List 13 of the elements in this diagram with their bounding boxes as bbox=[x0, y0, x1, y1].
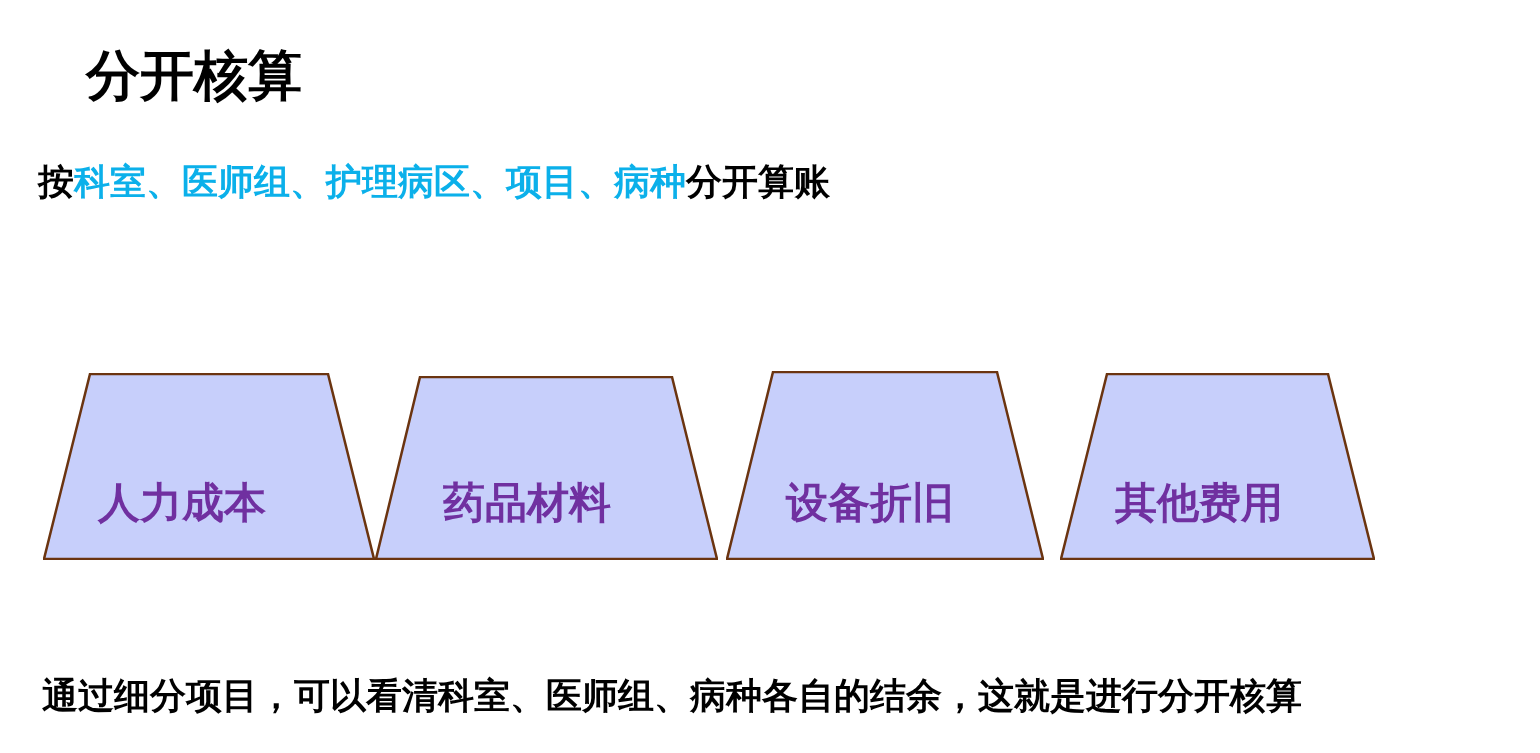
title: 分开核算 bbox=[86, 43, 302, 109]
box-label: 人力成本 bbox=[98, 477, 266, 529]
box-label: 其他费用 bbox=[1115, 477, 1283, 529]
trapezoid-box bbox=[726, 371, 1044, 560]
trapezoid-box bbox=[43, 373, 375, 560]
box-label: 药品材料 bbox=[443, 477, 611, 529]
trapezoid-box bbox=[375, 376, 718, 560]
note-text: 通过细分项目，可以看清科室、医师组、病种各自的结余，这就是进行分开核算 bbox=[42, 674, 1302, 718]
highlighted-text: 科室、医师组、护理病区、项目、病种 bbox=[74, 161, 686, 202]
subtitle-text: 按 bbox=[38, 161, 74, 202]
subtitle-text: 分开算账 bbox=[686, 161, 830, 202]
box-label: 设备折旧 bbox=[786, 477, 954, 529]
trapezoid-box bbox=[1060, 373, 1375, 560]
